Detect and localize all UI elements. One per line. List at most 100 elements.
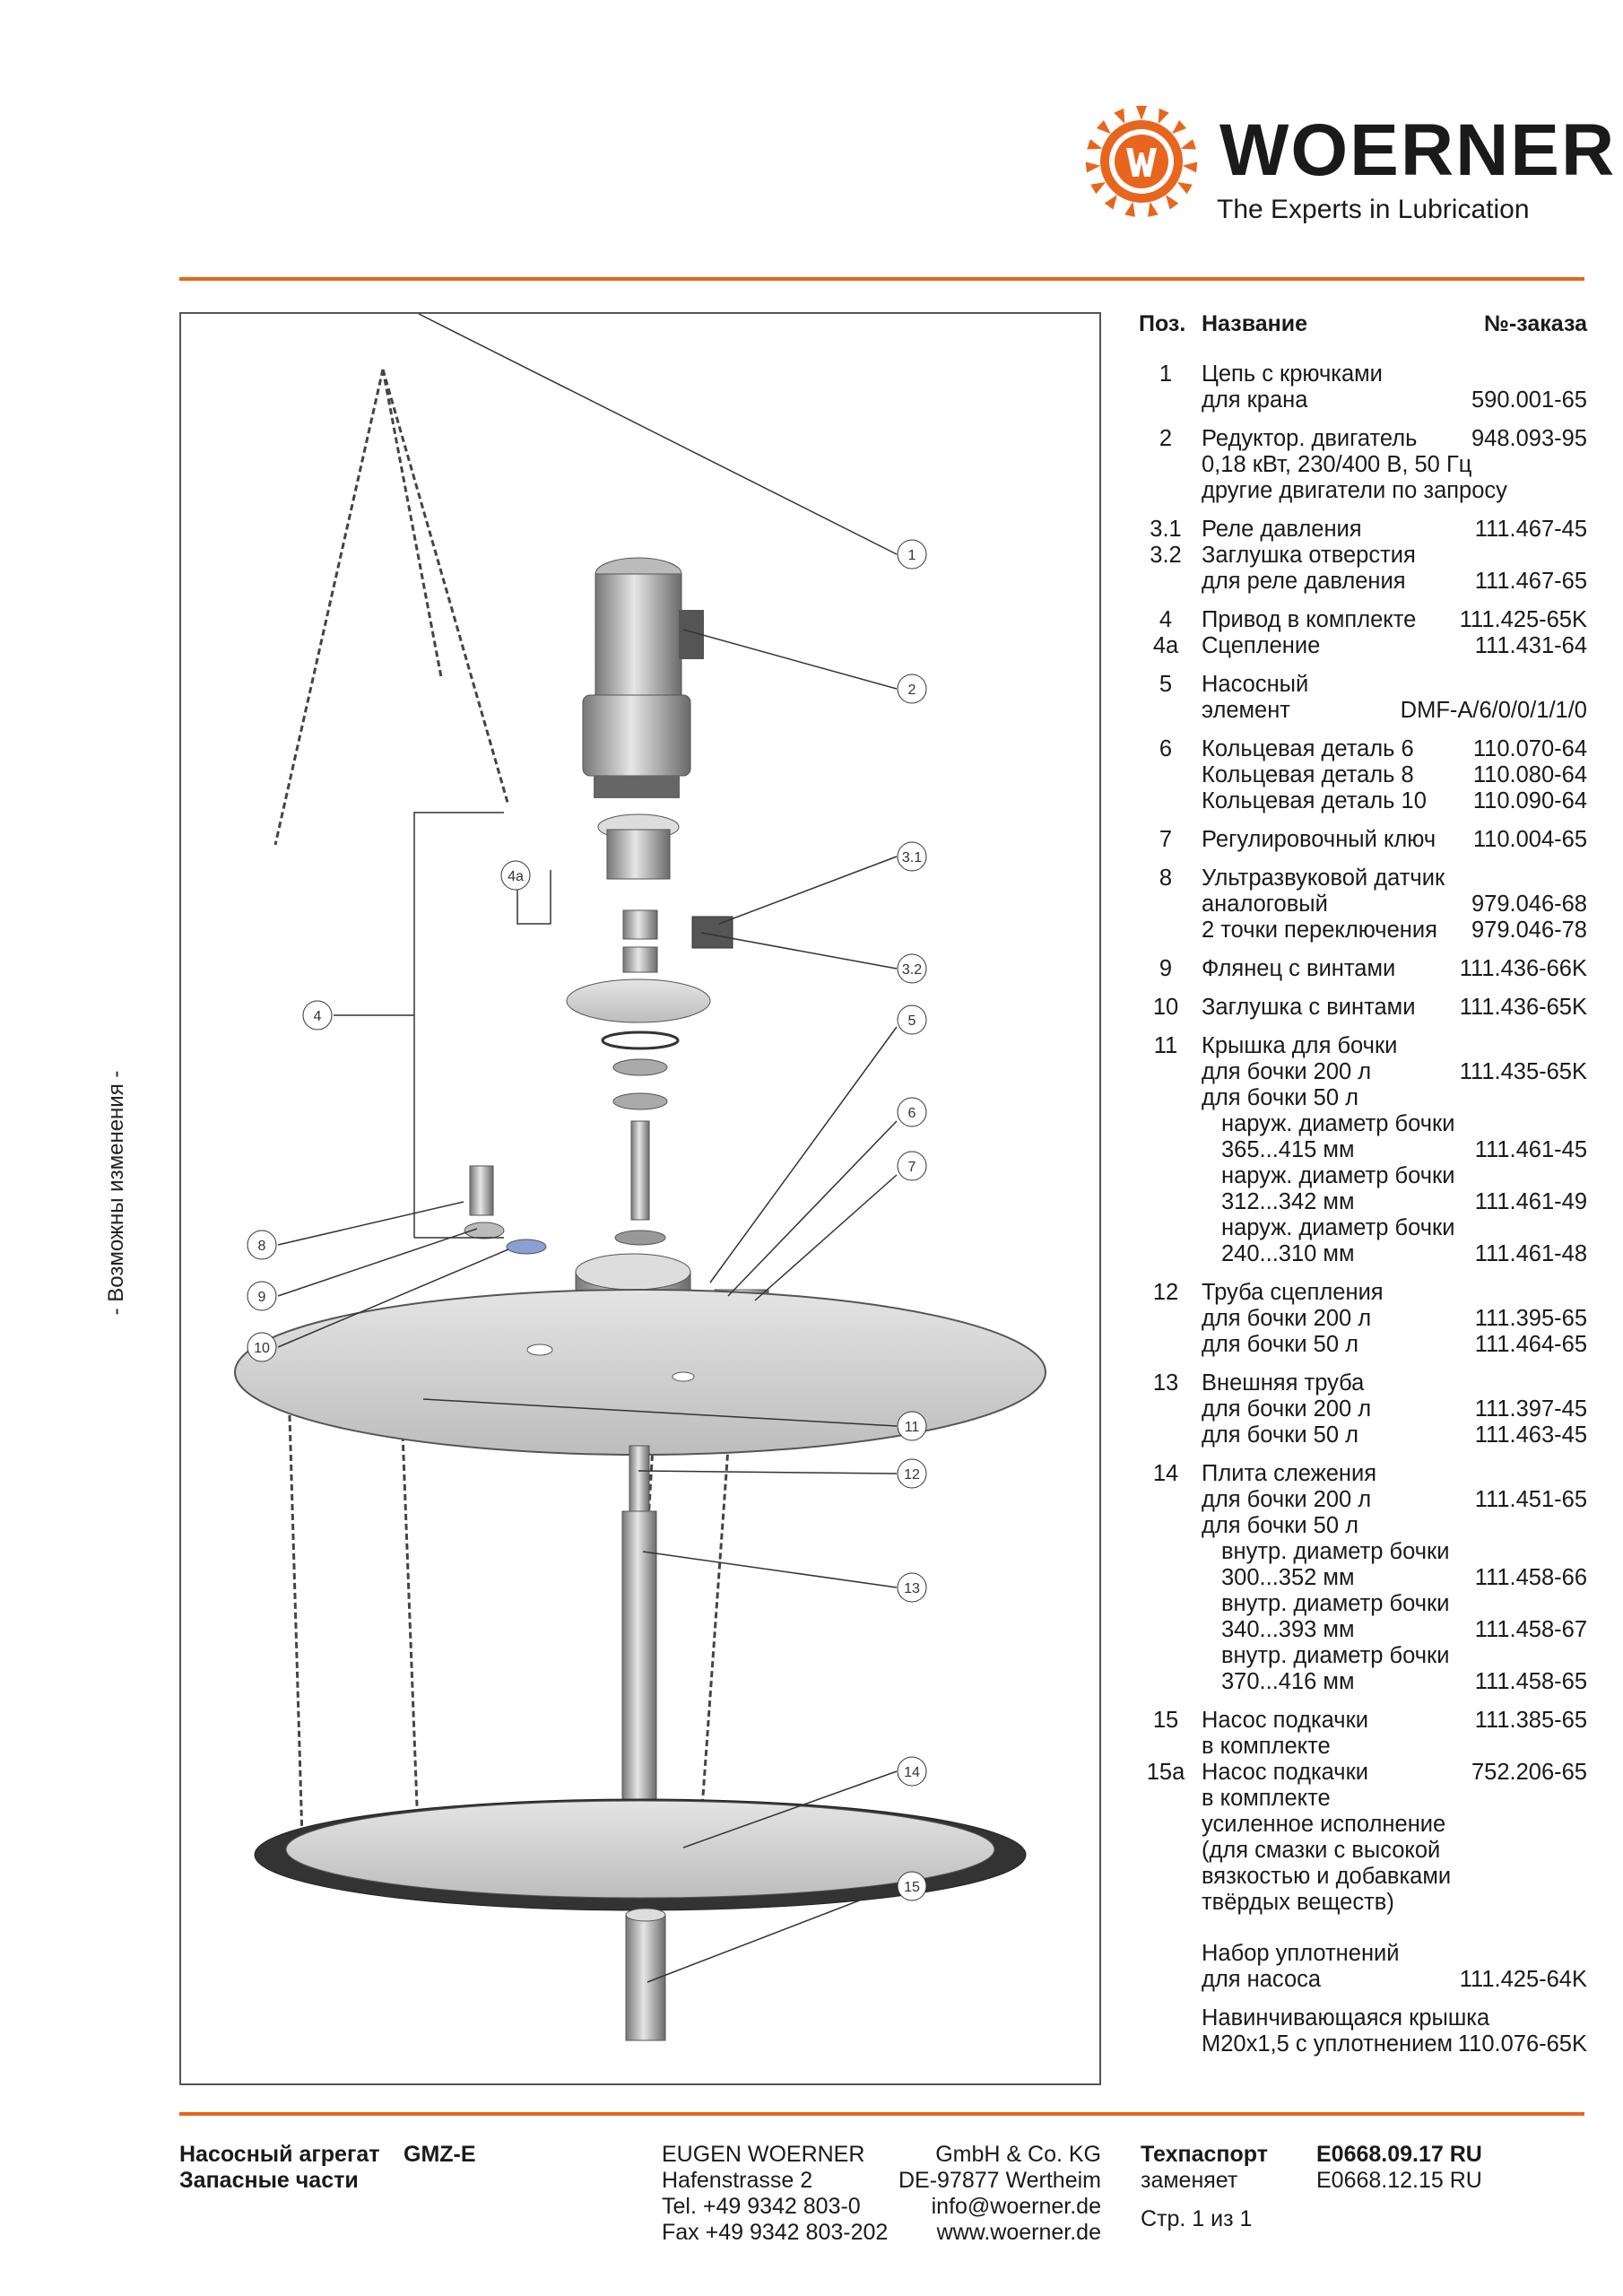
callout-4: 4 <box>302 1000 333 1031</box>
header-name: Название <box>1202 311 1308 336</box>
callout-8: 8 <box>247 1230 277 1260</box>
part-name: 365...415 мм <box>1221 1137 1355 1162</box>
part-name: внутр. диаметр бочки <box>1221 1539 1450 1564</box>
doc-label: Техпаспорт <box>1141 2142 1268 2167</box>
part-pos: 14 <box>1152 1461 1179 1486</box>
chain-plate-2 <box>399 1385 421 1853</box>
part-line: усиленное исполнение <box>1139 1812 1587 1838</box>
part-line: Набор уплотнений <box>1139 1941 1587 1967</box>
part-order-number: 111.461-45 <box>1474 1137 1587 1162</box>
part-pos: 3.1 <box>1150 517 1182 542</box>
svg-text:2: 2 <box>908 683 916 698</box>
follower-plate <box>254 1798 1027 1911</box>
sensor-parts <box>464 1165 547 1255</box>
callout-9: 9 <box>247 1281 277 1311</box>
part-order-number: 110.076-65K <box>1457 2031 1587 2057</box>
part-line: 0,18 кВт, 230/400 В, 50 Гц <box>1139 452 1587 478</box>
part-pos: 15a <box>1146 1760 1185 1785</box>
chain-left <box>273 369 385 846</box>
part-order-number: 111.461-49 <box>1474 1189 1587 1214</box>
woerner-sun-logo-icon <box>1085 106 1198 217</box>
part-order-number: 110.080-64 <box>1472 762 1587 787</box>
part-order-number: 111.467-45 <box>1474 517 1587 542</box>
side-note: - Возможны изменения - <box>104 1070 128 1316</box>
part-name: Насос подкачки <box>1202 1760 1368 1785</box>
part-order-number: 752.206-65 <box>1471 1760 1587 1785</box>
callout-15: 15 <box>897 1871 927 1901</box>
part-line: для бочки 50 л <box>1139 1513 1587 1539</box>
part-line: твёрдых веществ) <box>1139 1890 1587 1916</box>
product-sub: Запасные части <box>179 2168 359 2193</box>
part-pos: 2 <box>1159 426 1173 451</box>
svg-text:10: 10 <box>254 1341 270 1356</box>
part-name: Навинчивающаяся крышка <box>1202 2005 1490 2031</box>
part-name: Кольцевая деталь 6 <box>1202 736 1414 761</box>
part-name: Кольцевая деталь 8 <box>1202 762 1414 787</box>
part-pos: 8 <box>1159 865 1173 891</box>
part-order-number: 110.004-65 <box>1472 827 1587 852</box>
pump-assembly-drawing: 1 2 3.1 3.2 4 4a 5 6 7 8 9 10 11 12 13 1… <box>234 314 1046 2041</box>
callout-13: 13 <box>897 1572 927 1603</box>
part-name: наруж. диаметр бочки <box>1221 1163 1455 1188</box>
callout-2: 2 <box>897 674 927 704</box>
part-name: для крана <box>1202 387 1308 413</box>
part-line: внутр. диаметр бочки <box>1139 1643 1587 1669</box>
header-pos: Поз. <box>1139 311 1186 336</box>
part-line: в комплекте <box>1139 1786 1587 1812</box>
part-order-number: 111.458-65 <box>1474 1669 1587 1694</box>
part-order-number: 979.046-78 <box>1471 918 1587 943</box>
part-name: Редуктор. двигатель <box>1202 426 1418 451</box>
callout-11: 11 <box>897 1411 927 1441</box>
part-name: Насос подкачки <box>1202 1708 1368 1733</box>
part-line: наруж. диаметр бочки <box>1139 1163 1587 1189</box>
svg-text:7: 7 <box>908 1160 916 1175</box>
part-pos: 10 <box>1152 995 1179 1020</box>
part-name: Сцепление <box>1202 633 1321 658</box>
part-order-number: 111.458-67 <box>1474 1617 1587 1642</box>
part-name: M20x1,5 с уплотнением <box>1202 2031 1454 2057</box>
svg-text:5: 5 <box>908 1013 916 1029</box>
part-line: в комплекте <box>1139 1734 1587 1760</box>
product-model: GMZ-E <box>404 2142 476 2167</box>
svg-text:4: 4 <box>314 1009 322 1024</box>
chain-plate-1 <box>287 1385 304 1839</box>
part-name: 370...416 мм <box>1221 1669 1355 1694</box>
company-web[interactable]: www.woerner.de <box>936 2220 1101 2245</box>
part-order-number: 111.431-64 <box>1474 633 1587 658</box>
part-line: вязкостью и добавками <box>1139 1864 1587 1890</box>
company-email[interactable]: info@woerner.de <box>931 2194 1101 2219</box>
part-pos: 15 <box>1152 1708 1179 1733</box>
primer-pump <box>625 1908 666 2041</box>
top-orange-rule <box>179 277 1584 281</box>
callout-1: 1 <box>897 539 927 570</box>
part-line: другие двигатели по запросу <box>1139 478 1587 504</box>
part-line: (для смазки с высокой <box>1139 1838 1587 1864</box>
callout-6: 6 <box>897 1097 927 1127</box>
svg-text:11: 11 <box>905 1420 920 1435</box>
part-line: 370...416 мм 111.458-65 <box>1139 1669 1587 1695</box>
part-name: 300...352 мм <box>1221 1565 1355 1590</box>
part-order-number: 111.467-65 <box>1474 569 1587 594</box>
callout-3-2: 3.2 <box>897 953 927 984</box>
part-name: вязкостью и добавками <box>1202 1864 1452 1889</box>
part-name: 312...342 мм <box>1221 1189 1355 1214</box>
